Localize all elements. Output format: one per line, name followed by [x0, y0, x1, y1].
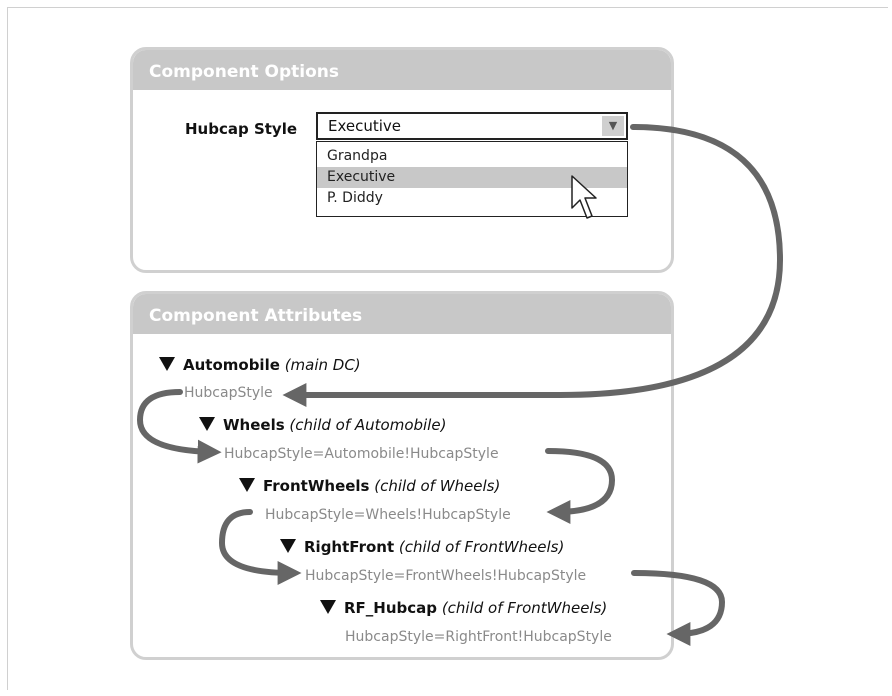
- option-p-diddy[interactable]: P. Diddy: [327, 190, 383, 206]
- attribute-rf-hubcap: HubcapStyle=RightFront!HubcapStyle: [345, 629, 612, 645]
- expand-triangle-icon[interactable]: [199, 417, 215, 431]
- component-attributes-title: Component Attributes: [133, 294, 671, 334]
- tree-node-rf-hubcap[interactable]: RF_Hubcap (child of FrontWheels): [320, 599, 607, 617]
- component-options-panel: Component Options Hubcap Style Executive…: [130, 47, 674, 273]
- component-options-title: Component Options: [133, 50, 671, 90]
- hubcap-style-label: Hubcap Style: [185, 120, 298, 138]
- tree-node-frontwheels[interactable]: FrontWheels (child of Wheels): [239, 477, 500, 495]
- chevron-down-icon[interactable]: ▼: [602, 116, 624, 136]
- component-attributes-panel: Component Attributes Automobile (main DC…: [130, 291, 674, 660]
- expand-triangle-icon[interactable]: [159, 357, 175, 371]
- mouse-cursor-icon: [571, 175, 597, 219]
- expand-triangle-icon[interactable]: [280, 539, 296, 553]
- select-current-value: Executive: [328, 117, 402, 135]
- arrow-rightfront-to-rf-hubcap: [631, 570, 725, 646]
- arrow-frontwheels-to-rightfront: [219, 509, 302, 585]
- expand-triangle-icon[interactable]: [239, 478, 255, 492]
- attribute-rightfront: HubcapStyle=FrontWheels!HubcapStyle: [305, 568, 587, 584]
- arrow-selection-to-automobile: [282, 124, 783, 407]
- arrow-wheels-to-frontwheels: [545, 448, 615, 524]
- arrow-automobile-to-wheels: [137, 389, 222, 464]
- option-executive[interactable]: Executive: [317, 167, 627, 188]
- expand-triangle-icon[interactable]: [320, 600, 336, 614]
- attribute-wheels: HubcapStyle=Automobile!HubcapStyle: [224, 446, 499, 462]
- attribute-frontwheels: HubcapStyle=Wheels!HubcapStyle: [265, 507, 511, 523]
- tree-node-wheels[interactable]: Wheels (child of Automobile): [199, 416, 446, 434]
- tree-node-rightfront[interactable]: RightFront (child of FrontWheels): [280, 538, 564, 556]
- attribute-automobile: HubcapStyle: [184, 385, 273, 401]
- hubcap-style-select[interactable]: Executive ▼: [316, 112, 628, 140]
- tree-node-automobile[interactable]: Automobile (main DC): [159, 356, 361, 374]
- option-grandpa[interactable]: Grandpa: [327, 148, 388, 164]
